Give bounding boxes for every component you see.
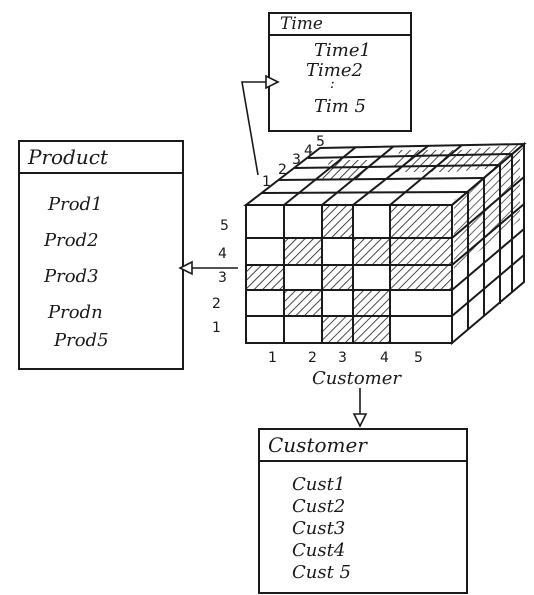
hatched-cell: [353, 290, 390, 316]
hatched-cell: [390, 238, 452, 265]
x-tick: 4: [380, 350, 389, 366]
hatched-cell: [284, 290, 322, 316]
time-dimension-table: Time Time1 Time2 : Tim 5: [268, 12, 412, 132]
time-table-title: Time: [270, 14, 410, 36]
customer-table-title: Customer: [260, 430, 466, 462]
z-tick: 5: [316, 134, 325, 150]
x-tick: 5: [414, 350, 423, 366]
y-tick: 4: [218, 246, 227, 262]
customer-item-5: Cust 5: [292, 562, 352, 583]
y-tick: 3: [218, 270, 227, 286]
x-tick: 2: [308, 350, 317, 366]
x-tick: 1: [268, 350, 277, 366]
product-item-5: Prod5: [54, 330, 109, 351]
cube-grid: [243, 141, 527, 346]
hatched-cells: [246, 205, 452, 342]
customer-item-1: Cust1: [292, 474, 346, 495]
z-tick: 3: [292, 152, 301, 168]
customer-item-2: Cust2: [292, 496, 346, 517]
hatched-cell: [246, 265, 284, 290]
connectors: [178, 74, 368, 428]
customer-dimension-table: Customer Cust1 Cust2 Cust3 Cust4 Cust 5: [258, 428, 468, 594]
product-item-1: Prod1: [48, 194, 103, 215]
y-tick: 5: [220, 218, 229, 234]
z-tick: 2: [278, 162, 287, 178]
product-table-title: Product: [20, 142, 182, 174]
customer-arrow-head: [352, 413, 368, 428]
hatched-cell: [284, 238, 322, 265]
hatched-cell: [390, 265, 452, 290]
right-face-hatch: [454, 150, 520, 270]
hatched-cell: [322, 316, 353, 342]
hatched-cell: [322, 205, 353, 238]
y-axis-ticks: 1 2 3 4 5: [212, 218, 229, 336]
x-axis-label: Customer: [312, 368, 402, 389]
x-tick: 3: [338, 350, 347, 366]
z-axis-ticks: 1 2 3 4 5: [262, 134, 325, 190]
hatched-cell: [353, 238, 390, 265]
customer-item-3: Cust3: [292, 518, 346, 539]
customer-item-4: Cust4: [292, 540, 346, 561]
time-item-5: Tim 5: [314, 96, 367, 117]
time-item-ellipsis: :: [330, 76, 335, 92]
time-item-2: Time2: [306, 60, 363, 81]
product-item-4: Prodn: [48, 302, 103, 323]
product-dimension-table: Product Prod1 Prod2 Prod3 Prodn Prod5: [18, 140, 184, 370]
z-tick: 4: [304, 143, 313, 159]
product-item-3: Prod3: [44, 266, 99, 287]
product-arrow-head: [178, 260, 193, 276]
hatched-cell: [353, 316, 390, 342]
cube-right-face: [451, 141, 525, 346]
hatched-cell: [322, 265, 353, 290]
time-arrow-head: [265, 74, 280, 90]
x-axis-ticks: 1 2 3 4 5: [268, 350, 423, 366]
z-tick: 1: [262, 174, 271, 190]
hatched-cell: [392, 150, 460, 172]
hatched-cell: [390, 205, 452, 238]
time-connector-arrow: [241, 81, 266, 176]
y-tick: 1: [212, 320, 221, 336]
product-item-2: Prod2: [44, 230, 99, 251]
y-tick: 2: [212, 296, 221, 312]
time-item-1: Time1: [314, 40, 371, 61]
